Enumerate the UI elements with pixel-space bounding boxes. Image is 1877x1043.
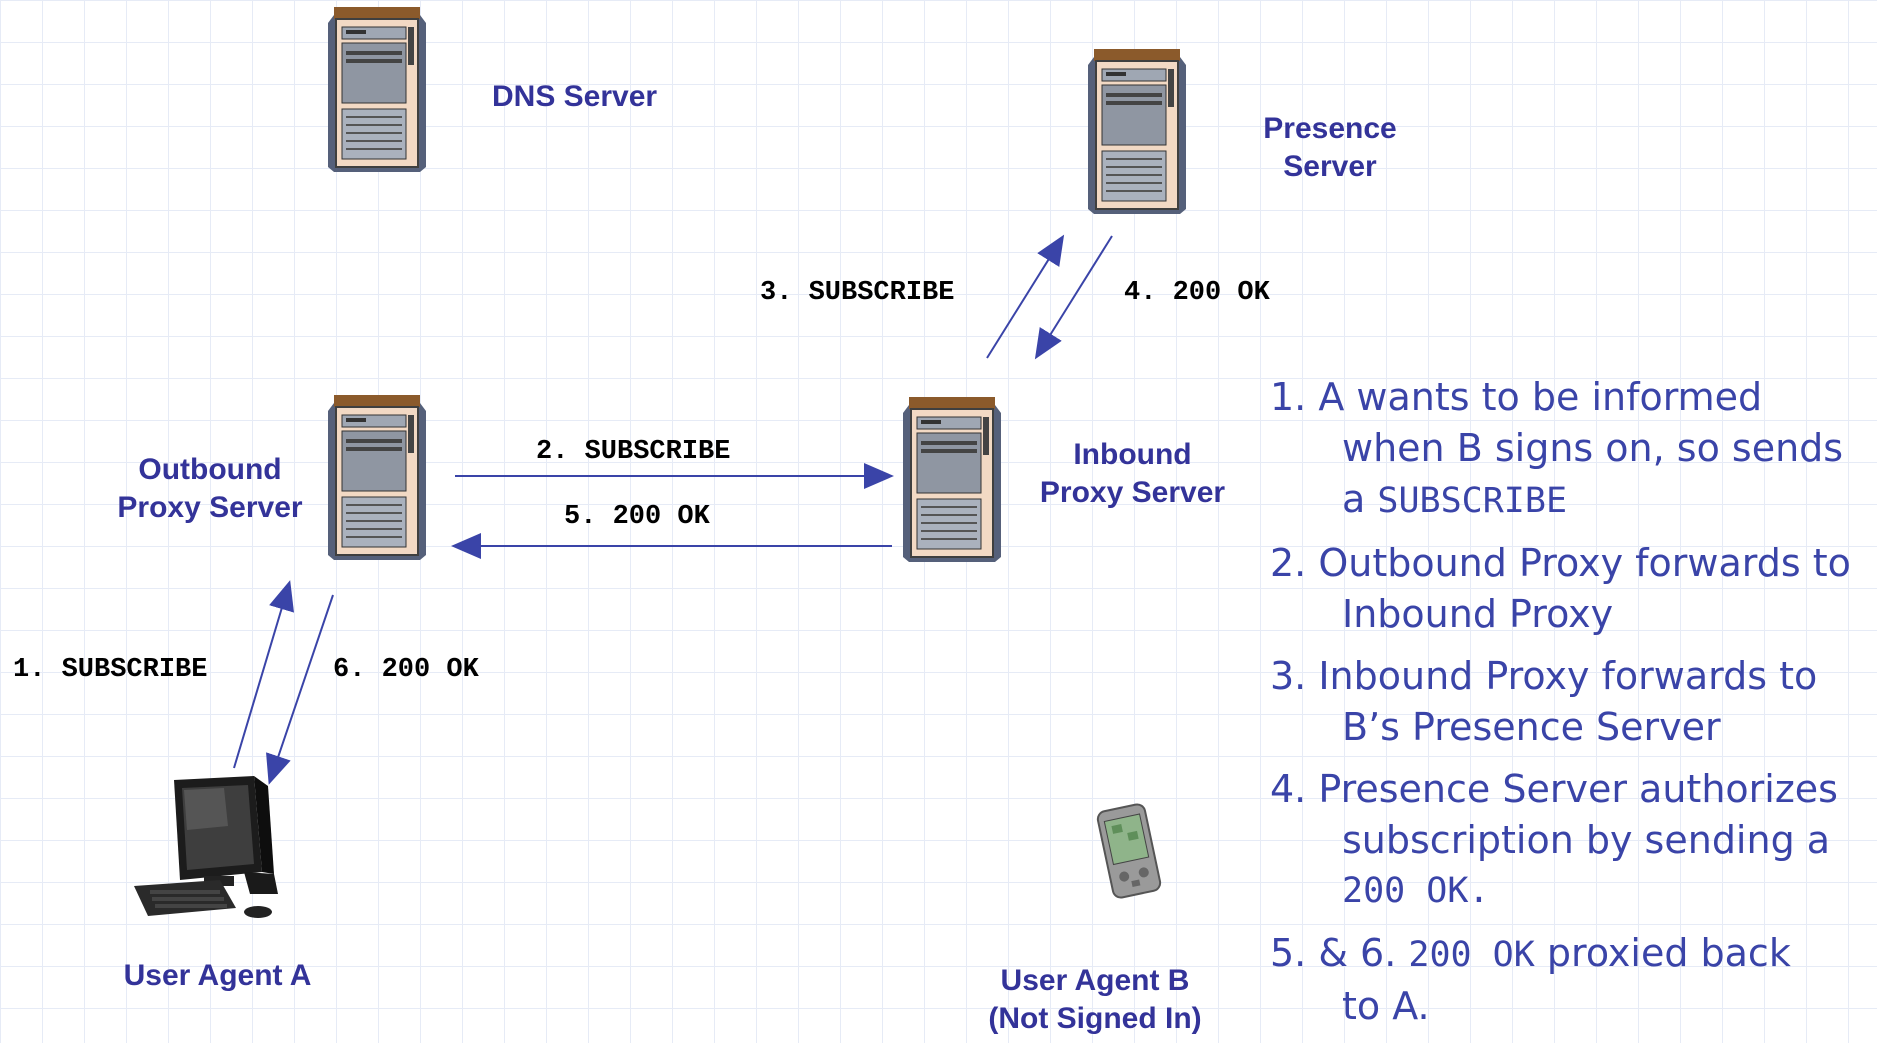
- message-1-label: 1. SUBSCRIBE: [13, 655, 208, 685]
- presence-server-icon: [1088, 49, 1186, 214]
- message-4-label: 4. 200 OK: [1124, 278, 1270, 308]
- user-agent-a-label: User Agent A: [123, 959, 312, 992]
- message-6-label: 6. 200 OK: [333, 655, 479, 685]
- step-1: 1. A wants to be informed when B signs o…: [1270, 375, 1844, 521]
- desktop-computer-icon: [134, 776, 278, 918]
- dns-server-icon: [328, 7, 426, 172]
- outbound-proxy-server-icon: [328, 395, 426, 560]
- message-2-label: 2. SUBSCRIBE: [536, 437, 731, 467]
- inbound-proxy-server-icon: [903, 397, 1001, 562]
- arrow-1-subscribe: [233, 580, 295, 769]
- user-agent-b-label: User Agent B (Not Signed In): [988, 964, 1202, 1035]
- presence-server-label: Presence Server: [1263, 112, 1397, 183]
- message-5-label: 5. 200 OK: [564, 502, 710, 532]
- arrow-6-ok: [266, 594, 334, 785]
- outbound-proxy-label: Outbound Proxy Server: [117, 453, 303, 524]
- steps-list: 1. A wants to be informed when B signs o…: [1270, 372, 1870, 1043]
- pda-device-icon: [1096, 803, 1162, 899]
- inbound-proxy-label: Inbound Proxy Server: [1039, 438, 1226, 509]
- arrow-3-subscribe: [986, 234, 1065, 359]
- step-5-6: 5. & 6. 200 OK proxied back to A.: [1270, 931, 1791, 1028]
- step-4: 4. Presence Server authorizes subscripti…: [1270, 767, 1838, 911]
- step-3: 3. Inbound Proxy forwards to B’s Presenc…: [1270, 654, 1818, 749]
- step-2: 2. Outbound Proxy forwards to Inbound Pr…: [1270, 541, 1851, 636]
- arrow-4-ok: [1034, 235, 1113, 360]
- dns-server-label: DNS Server: [492, 80, 658, 113]
- message-3-label: 3. SUBSCRIBE: [760, 278, 955, 308]
